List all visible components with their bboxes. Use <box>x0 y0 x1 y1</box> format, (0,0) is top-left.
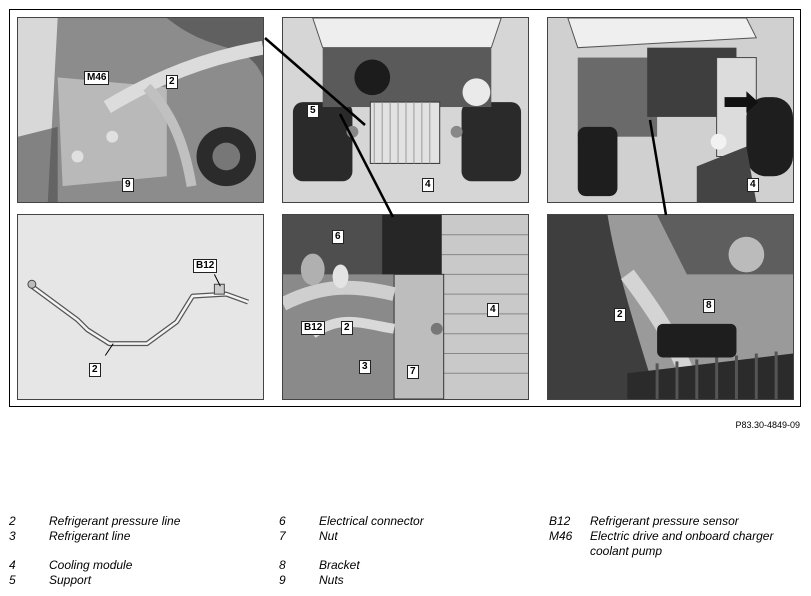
figure-code: P83.30-4849-09 <box>735 420 800 430</box>
drawing-pressure-line: B12 2 <box>17 214 264 400</box>
legend-text: Electrical connector <box>319 514 424 528</box>
callout-2: 2 <box>89 363 101 377</box>
legend-text: Refrigerant line <box>49 529 131 543</box>
callout-3: 3 <box>359 360 371 374</box>
legend-text: Refrigerant pressure sensor <box>590 514 739 528</box>
legend-text: Cooling module <box>49 558 133 572</box>
legend-text: Nut <box>319 529 338 543</box>
legend-number: 7 <box>279 529 286 543</box>
legend-number: 6 <box>279 514 286 528</box>
legend-number: 9 <box>279 573 286 587</box>
photo-bracket-detail: 2 8 <box>547 214 794 400</box>
legend-number: 2 <box>9 514 16 528</box>
legend-number: 5 <box>9 573 16 587</box>
photo-sensor-detail: 6 B12 2 3 7 4 <box>282 214 529 400</box>
legend-text: Nuts <box>319 573 344 587</box>
photo-module-removal: 4 <box>547 17 794 203</box>
photo-front-view: 5 4 <box>282 17 529 203</box>
photo-pump-mounting: M46 2 9 <box>17 17 264 203</box>
callout-4: 4 <box>422 178 434 192</box>
callout-4: 4 <box>747 178 759 192</box>
callout-9: 9 <box>122 178 134 192</box>
legend-number: M46 <box>549 529 573 543</box>
legend-number: 8 <box>279 558 286 572</box>
callout-2: 2 <box>166 75 178 89</box>
callout-M46: M46 <box>84 71 110 85</box>
callout-6: 6 <box>332 230 344 244</box>
legend-number: 3 <box>9 529 16 543</box>
legend-text: Support <box>49 573 92 587</box>
callout-7: 7 <box>407 365 419 379</box>
legend-number: B12 <box>549 514 571 528</box>
legend-text: Bracket <box>319 558 360 572</box>
callout-4: 4 <box>487 303 499 317</box>
callout-5: 5 <box>307 104 319 118</box>
callout-8: 8 <box>703 299 715 313</box>
callout-2: 2 <box>341 321 353 335</box>
callout-B12: B12 <box>193 259 218 273</box>
callout-B12: B12 <box>301 321 326 335</box>
legend-number: 4 <box>9 558 16 572</box>
callout-2: 2 <box>614 308 626 322</box>
legend-text: Electric drive and onboard charger coola… <box>590 529 774 558</box>
legend-text: Refrigerant pressure line <box>49 514 181 528</box>
